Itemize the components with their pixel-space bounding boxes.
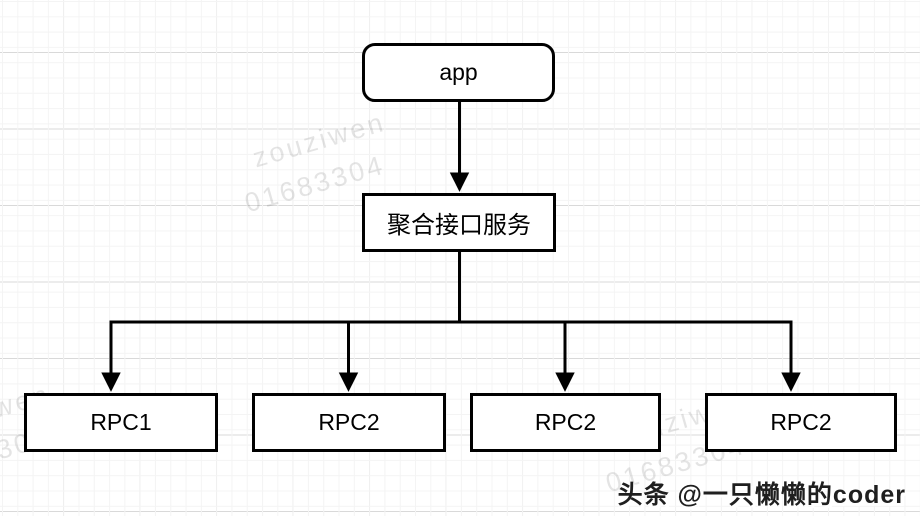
node-app: app [362, 43, 555, 102]
node-rpc2-second: RPC2 [470, 393, 661, 452]
node-rpc2-second-label: RPC2 [534, 409, 597, 435]
node-rpc1: RPC1 [24, 393, 218, 452]
node-rpc2-first-label: RPC2 [318, 409, 380, 435]
node-rpc2-third-label: RPC2 [770, 409, 832, 435]
node-rpc2-first: RPC2 [252, 393, 446, 452]
node-aggregate-label: 聚合接口服务 [387, 212, 531, 239]
node-app-label: app [439, 59, 478, 85]
node-rpc2-third: RPC2 [705, 393, 897, 452]
node-aggregate-service: 聚合接口服务 [362, 193, 556, 252]
node-rpc1-label: RPC1 [90, 409, 152, 435]
attribution-byline: 头条 @一只懒懒的coder [617, 481, 906, 509]
